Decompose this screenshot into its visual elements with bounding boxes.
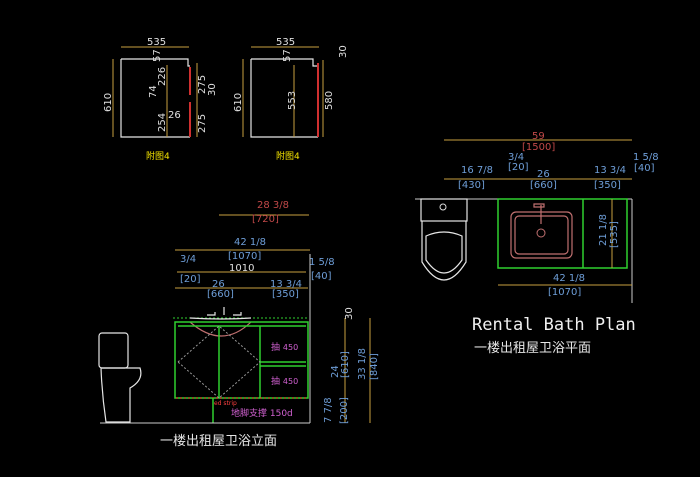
dim-drawers-mm: [350]	[594, 180, 621, 191]
dim-overall-inch: 28 3/8	[257, 200, 289, 211]
dim-width-inch: 42 1/8	[234, 237, 266, 248]
elevation-title: 一楼出租屋卫浴立面	[160, 434, 277, 449]
dim-26: 26	[168, 110, 181, 121]
plan-drawing: 59 [1500] 16 7/8 [430] 3/4 [20] 26 [660]…	[415, 131, 659, 356]
dim-width: 535	[276, 37, 295, 48]
dim-580: 580	[324, 91, 335, 110]
dim-right-gap-inch: 1 5/8	[309, 257, 335, 268]
elevation-drawing: 28 3/8 [720] 42 1/8 [1070] 1010 3/4 [20]…	[98, 200, 380, 449]
detail-drawing-2: 535 610 57 553 580 30 附图4	[233, 37, 349, 162]
dim-depth-inch: 21 1/8	[598, 214, 609, 246]
dim-drawers-mm: [350]	[272, 289, 299, 300]
dim-275b: 275	[197, 114, 208, 133]
dim-overall-mm: [720]	[252, 214, 279, 225]
dim-57: 57	[282, 49, 293, 62]
dim-gap2-mm: [40]	[634, 163, 655, 174]
dim-sink-mm: [660]	[207, 289, 234, 300]
dim-width: 535	[147, 37, 166, 48]
dim-overall-inch: 59	[532, 131, 545, 142]
dim-inner: 1010	[229, 263, 254, 274]
dim-legs-inch: 7 7/8	[323, 397, 334, 423]
dim-sink-inch: 26	[537, 169, 550, 180]
dim-left-gap-mm: [20]	[180, 274, 201, 285]
dim-sink-mm: [660]	[530, 180, 557, 191]
dim-gap1-inch: 3/4	[508, 152, 524, 163]
dim-74: 74	[148, 85, 159, 98]
dim-legs-mm: [200]	[339, 397, 350, 424]
dim-gap1-mm: [20]	[508, 162, 529, 173]
dim-depth-mm: [535]	[609, 221, 620, 248]
dim-overall-mm: [1500]	[522, 142, 555, 153]
dim-57: 57	[152, 49, 163, 62]
toilet-plan	[420, 198, 468, 281]
dim-30: 30	[207, 83, 218, 96]
toilet-elevation	[98, 332, 142, 423]
drawer-1-label: 抽 450	[271, 341, 298, 353]
dim-total-inch: 33 1/8	[357, 348, 368, 380]
dim-body-inch: 24	[330, 365, 341, 378]
dim-275a: 275	[197, 75, 208, 94]
dim-drawers-inch: 13 3/4	[270, 279, 302, 290]
dim-gap2-inch: 1 5/8	[633, 152, 659, 163]
dim-sink-inch: 26	[212, 279, 225, 290]
dim-height: 610	[233, 93, 244, 112]
detail-label: 附图4	[146, 150, 170, 162]
plan-subtitle: 一楼出租屋卫浴平面	[474, 341, 591, 356]
dim-226: 226	[157, 67, 168, 86]
dim-width-mm: [1070]	[228, 251, 261, 262]
dim-254: 254	[157, 113, 168, 132]
dim-height: 610	[103, 93, 114, 112]
dim-drawers-inch: 13 3/4	[594, 165, 626, 176]
dim-30: 30	[338, 45, 349, 58]
dim-body-mm: [610]	[340, 351, 351, 378]
detail-label: 附图4	[276, 150, 300, 162]
dim-left-inch: 16 7/8	[461, 165, 493, 176]
detail-drawing-1: 535 610 57 226 74 254 26 275 30 275 附图4	[103, 37, 218, 162]
dim-right-gap-mm: [40]	[311, 271, 332, 282]
dim-width-mm: [1070]	[548, 287, 581, 298]
dim-553: 553	[287, 91, 298, 110]
dim-top: 30	[344, 307, 355, 320]
dim-left-gap-inch: 3/4	[180, 254, 196, 265]
dim-total-mm: [840]	[369, 353, 380, 380]
dim-left-mm: [430]	[458, 180, 485, 191]
edge-strip-label: ed strip	[214, 400, 237, 407]
dim-width-inch: 42 1/8	[553, 273, 585, 284]
leg-support-label: 地脚支撑 150d	[231, 407, 293, 419]
plan-title: Rental Bath Plan	[472, 315, 636, 335]
drawer-2-label: 抽 450	[271, 375, 298, 387]
